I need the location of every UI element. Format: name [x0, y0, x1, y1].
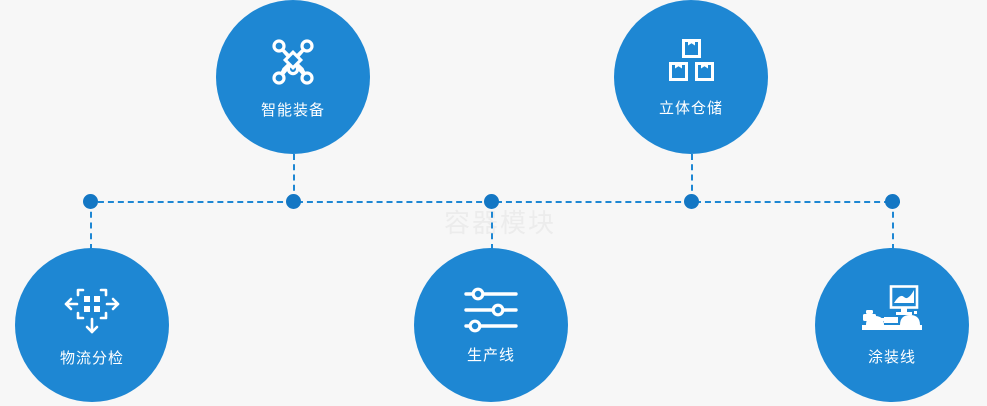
connector-dot-production-line[interactable]	[483, 193, 499, 209]
node-label-production-line: 生产线	[466, 345, 515, 364]
node-label-painting-line: 涂装线	[867, 347, 916, 366]
stacked-boxes-icon	[665, 37, 717, 87]
node-logistics-sorting[interactable]: 物流分检	[15, 248, 169, 402]
connector-dot-smart-equipment[interactable]	[285, 193, 301, 209]
sorting-arrows-icon	[63, 283, 121, 337]
node-label-smart-equipment: 智能装备	[260, 100, 325, 119]
connector-dot-painting-line[interactable]	[884, 193, 900, 209]
sliders-icon	[462, 286, 520, 334]
stem-logistics-sorting	[90, 201, 92, 250]
paint-machine-icon	[858, 284, 926, 336]
watermark-text: 容器模块	[444, 209, 557, 239]
node-warehouse[interactable]: 立体仓储	[614, 0, 768, 154]
node-label-logistics-sorting: 物流分检	[59, 348, 124, 367]
node-production-line[interactable]: 生产线	[414, 248, 568, 402]
node-smart-equipment[interactable]: 智能装备	[216, 0, 370, 154]
node-label-warehouse: 立体仓储	[658, 98, 723, 117]
stem-warehouse	[691, 154, 693, 201]
stem-painting-line	[892, 201, 894, 250]
stem-production-line	[491, 201, 493, 250]
connector-dot-logistics[interactable]	[82, 193, 98, 209]
stem-smart-equipment	[293, 154, 295, 201]
node-painting-line[interactable]: 涂装线	[815, 248, 969, 402]
network-nodes-icon	[266, 35, 320, 89]
connector-dot-warehouse[interactable]	[683, 193, 699, 209]
